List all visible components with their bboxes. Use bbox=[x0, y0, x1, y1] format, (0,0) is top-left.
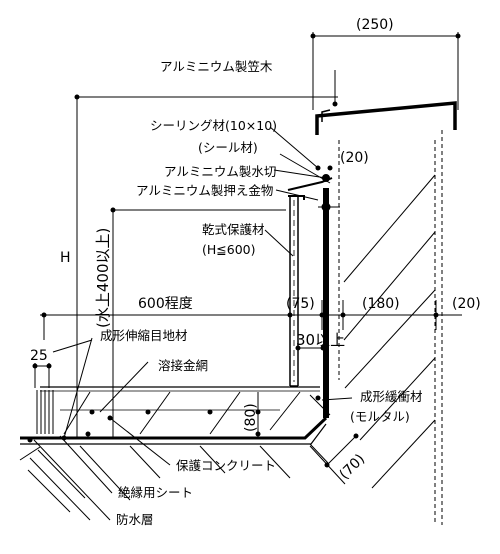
parapet-wall bbox=[338, 130, 443, 525]
dim-75: (75) bbox=[286, 296, 315, 312]
dry-protection-board bbox=[289, 196, 299, 387]
label-sealant: シーリング材(10×10) bbox=[150, 118, 277, 133]
waterproof-upstand bbox=[20, 188, 329, 445]
dim-20-top: (20) bbox=[340, 150, 369, 166]
dim-30: 30以上 bbox=[296, 331, 345, 349]
dimension-dots bbox=[27, 33, 461, 468]
expansion-joint bbox=[36, 390, 54, 434]
dim-250: (250) bbox=[356, 17, 394, 33]
dim-25: 25 bbox=[30, 348, 48, 364]
dim-h: H bbox=[60, 250, 71, 266]
slab-hatch bbox=[19, 445, 346, 521]
dim-above-water: (水上400以上) bbox=[94, 228, 112, 328]
label-formed-joint: 成形伸縮目地材 bbox=[100, 328, 188, 343]
label-coping: アルミニウム製笠木 bbox=[160, 59, 273, 74]
protection-concrete bbox=[40, 386, 331, 416]
drip-flashing bbox=[287, 174, 340, 212]
label-protection-concrete: 保護コンクリート bbox=[176, 458, 276, 473]
dim-70: (70) bbox=[337, 451, 369, 483]
dim-80: (80) bbox=[243, 403, 259, 432]
dim-600: 600程度 bbox=[138, 296, 193, 312]
label-seal-material: (シール材) bbox=[198, 140, 258, 155]
label-formed-cushion: 成形緩衝材 bbox=[360, 389, 423, 404]
wall-hatch bbox=[343, 174, 436, 489]
label-waterproof-layer: 防水層 bbox=[116, 512, 154, 527]
label-insulation-sheet: 絶縁用シート bbox=[118, 485, 193, 500]
label-dry-protection: 乾式保護材 bbox=[202, 222, 265, 237]
label-press-fitting: アルミニウム製押え金物 bbox=[136, 183, 273, 198]
aluminium-coping bbox=[315, 101, 457, 135]
label-welded-mesh: 溶接金網 bbox=[158, 358, 208, 373]
dim-20-right: (20) bbox=[452, 296, 481, 312]
dim-180: (180) bbox=[362, 296, 400, 312]
label-dry-protection-h: (H≦600) bbox=[202, 242, 256, 257]
label-mortar: (モルタル) bbox=[350, 409, 410, 424]
labels: アルミニウム製笠木 シーリング材(10×10) (シール材) アルミニウム製水切… bbox=[100, 59, 423, 527]
label-drip: アルミニウム製水切 bbox=[164, 164, 276, 179]
concrete-hatch bbox=[63, 391, 301, 435]
